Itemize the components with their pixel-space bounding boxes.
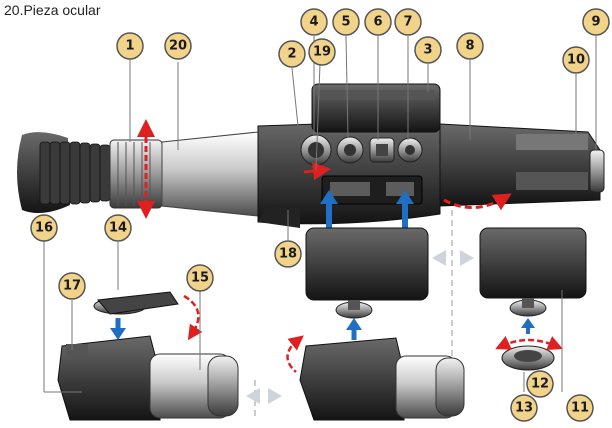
callout-3: 3 bbox=[414, 36, 442, 64]
callout-16: 16 bbox=[30, 214, 58, 242]
svg-text:12: 12 bbox=[531, 377, 549, 392]
callout-4: 4 bbox=[300, 8, 328, 36]
svg-text:10: 10 bbox=[567, 53, 585, 68]
callout-2: 2 bbox=[278, 40, 306, 68]
svg-text:16: 16 bbox=[35, 221, 53, 236]
svg-text:2: 2 bbox=[287, 47, 296, 62]
battery-box-left bbox=[305, 227, 429, 301]
callout-15: 15 bbox=[186, 264, 214, 292]
callout-18: 18 bbox=[274, 240, 302, 268]
svg-text:4: 4 bbox=[309, 15, 318, 30]
callout-14: 14 bbox=[104, 214, 132, 242]
battery-box-right bbox=[479, 227, 587, 299]
svg-text:20: 20 bbox=[169, 39, 187, 54]
svg-text:14: 14 bbox=[109, 221, 127, 236]
callout-17: 17 bbox=[58, 272, 86, 300]
scope-main bbox=[17, 83, 605, 228]
rotate-arrow-knob bbox=[443, 193, 512, 211]
callout-13: 13 bbox=[510, 394, 538, 422]
callouts: 1 20 2 4 19 5 6 7 3 8 10 9 16 14 15 17 1… bbox=[30, 8, 610, 422]
svg-text:17: 17 bbox=[63, 279, 81, 294]
eyepiece-tube bbox=[161, 131, 259, 217]
callout-1: 1 bbox=[116, 32, 144, 60]
svg-text:19: 19 bbox=[313, 45, 331, 60]
svg-text:9: 9 bbox=[591, 15, 600, 30]
callout-5: 5 bbox=[332, 8, 360, 36]
callout-8: 8 bbox=[456, 32, 484, 60]
callout-7: 7 bbox=[394, 8, 422, 36]
eyepiece-detail-left bbox=[57, 291, 239, 421]
svg-text:3: 3 bbox=[423, 43, 432, 58]
callout-12: 12 bbox=[526, 370, 554, 398]
callout-20: 20 bbox=[164, 32, 192, 60]
callout-10: 10 bbox=[562, 46, 590, 74]
svg-text:11: 11 bbox=[571, 401, 589, 416]
callout-11: 11 bbox=[566, 394, 594, 422]
figure-caption: 20.Pieza ocular bbox=[4, 2, 101, 18]
callout-6: 6 bbox=[364, 8, 392, 36]
svg-text:18: 18 bbox=[279, 247, 297, 262]
svg-text:5: 5 bbox=[341, 15, 350, 30]
svg-text:8: 8 bbox=[465, 39, 474, 54]
callout-9: 9 bbox=[582, 8, 610, 36]
svg-text:7: 7 bbox=[403, 15, 412, 30]
insert-arrows bbox=[320, 190, 414, 242]
svg-text:1: 1 bbox=[125, 39, 134, 54]
svg-text:6: 6 bbox=[373, 15, 382, 30]
svg-text:13: 13 bbox=[515, 401, 533, 416]
callout-19: 19 bbox=[308, 38, 336, 66]
eyepiece-detail-mid bbox=[286, 335, 465, 421]
svg-text:15: 15 bbox=[191, 271, 209, 286]
